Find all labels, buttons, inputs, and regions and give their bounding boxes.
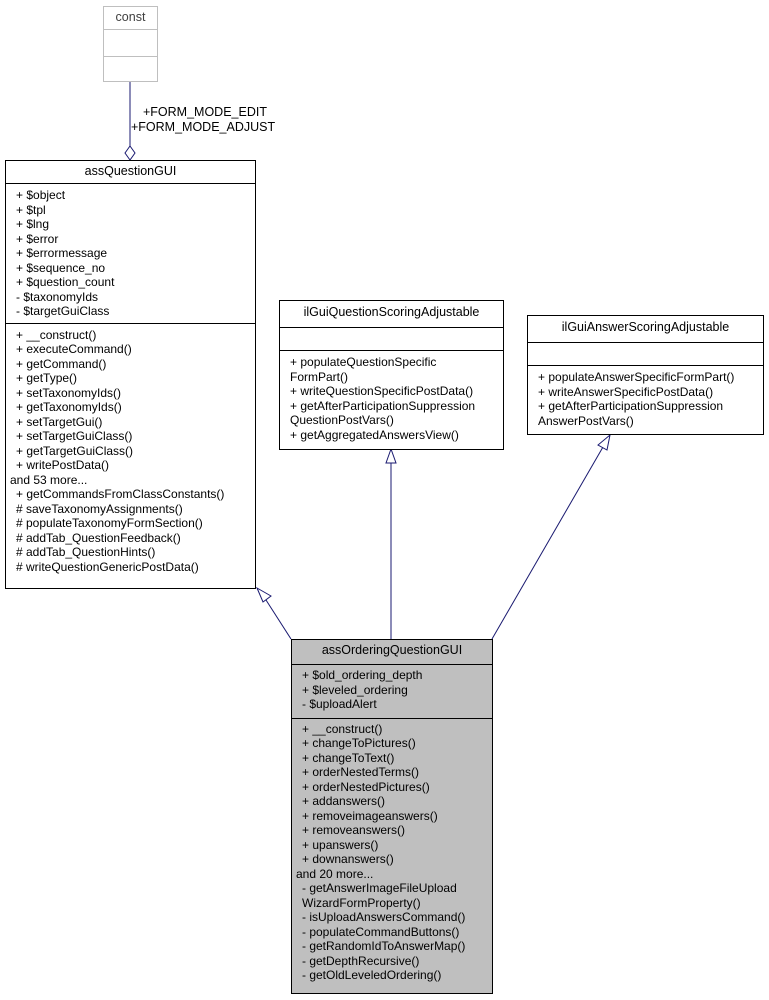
class-name: ilGuiQuestionScoringAdjustable — [303, 305, 480, 319]
method-row: + writeAnswerSpecificPostData() — [538, 384, 714, 399]
method-row: + populateAnswerSpecificFormPart() — [538, 370, 735, 384]
method-row: - getRandomIdToAnswerMap() — [302, 939, 466, 953]
more-methods-note: and 53 more... — [10, 472, 88, 487]
class-attributes — [280, 327, 503, 350]
inheritance-arrow-assquestiongui — [255, 586, 272, 603]
method-row: + getAfterParticipationSuppression — [538, 399, 724, 413]
method-row: # addTab_QuestionFeedback() — [16, 530, 181, 545]
method-row: + downanswers() — [302, 852, 394, 866]
method-row: + getAggregatedAnswersView() — [290, 427, 459, 442]
method-row: - getAnswerImageFileUpload — [302, 881, 457, 895]
method-row: + setTargetGuiClass() — [16, 429, 133, 443]
method-row: + setTaxonomyIds() — [16, 385, 122, 400]
method-row-continued: QuestionPostVars() — [290, 413, 394, 427]
inheritance-edge-assquestiongui — [265, 599, 292, 640]
more-methods-note: and 20 more... — [296, 866, 374, 881]
inheritance-edge-answerscoring — [491, 446, 604, 640]
method-row-continued: WizardFormProperty() — [302, 895, 421, 910]
class-methods: + populateQuestionSpecific FormPart() + … — [280, 350, 503, 446]
method-row: - getOldLeveledOrdering() — [302, 968, 442, 982]
method-row: - isUploadAnswersCommand() — [302, 910, 466, 924]
class-attributes — [104, 29, 157, 56]
class-name: ilGuiAnswerScoringAdjustable — [561, 320, 730, 334]
composition-diamond — [124, 145, 136, 161]
method-row: + getTargetGuiClass() — [16, 443, 134, 458]
method-row: + changeToText() — [302, 750, 395, 765]
attribute-row: + $errormessage — [16, 246, 108, 260]
method-row: + orderNestedPictures() — [302, 779, 430, 794]
method-row: + removeanswers() — [302, 823, 406, 837]
method-row: # populateTaxonomyFormSection() — [16, 516, 203, 530]
attribute-row: - $uploadAlert — [302, 697, 377, 711]
attribute-row: - $targetGuiClass — [16, 304, 110, 318]
method-row: + populateQuestionSpecific — [290, 355, 437, 369]
method-row: + getAfterParticipationSuppression — [290, 398, 476, 413]
method-row: + __construct() — [16, 327, 97, 342]
method-row: # saveTaxonomyAssignments() — [16, 501, 183, 516]
method-row: - getDepthRecursive() — [302, 953, 420, 968]
edge-label-form-mode-adjust: +FORM_MODE_ADJUST — [131, 120, 276, 134]
class-attributes: + $object + $tpl + $lng + $error + $erro… — [6, 183, 255, 323]
class-name: const — [115, 10, 146, 24]
method-row: + __construct() — [302, 721, 383, 736]
method-row: + getCommand() — [16, 356, 107, 371]
attribute-row: + $old_ordering_depth — [302, 668, 423, 682]
attribute-row: + $leveled_ordering — [302, 682, 408, 697]
class-box-assquestiongui[interactable]: assQuestionGUI + $object + $tpl + $lng +… — [5, 160, 256, 589]
method-row: + writeQuestionSpecificPostData() — [290, 384, 474, 398]
method-row: + getType() — [16, 371, 78, 385]
method-row: + executeCommand() — [16, 342, 132, 356]
class-box-ilguianswerscoringadjustable[interactable]: ilGuiAnswerScoringAdjustable + populateA… — [527, 315, 764, 435]
class-methods: + __construct() + executeCommand() + get… — [6, 322, 255, 579]
class-methods: + populateAnswerSpecificFormPart() + wri… — [528, 365, 763, 432]
method-row-continued: FormPart() — [290, 369, 348, 384]
method-row: # writeQuestionGenericPostData() — [16, 559, 199, 574]
attribute-row: + $object — [16, 188, 66, 202]
class-name: assOrderingQuestionGUI — [321, 643, 463, 657]
method-row-continued: AnswerPostVars() — [538, 413, 634, 428]
method-row: + addanswers() — [302, 794, 386, 808]
class-name: assQuestionGUI — [84, 164, 177, 178]
attribute-row: + $question_count — [16, 275, 115, 289]
inheritance-arrow-questionscoring — [385, 447, 397, 464]
class-box-const[interactable]: const — [103, 6, 158, 82]
method-row: + getCommandsFromClassConstants() — [16, 487, 225, 501]
method-row: + changeToPictures() — [302, 736, 416, 750]
method-row: + writePostData() — [16, 458, 110, 472]
attribute-row: + $tpl — [16, 202, 46, 217]
attribute-row: - $taxonomyIds — [16, 289, 99, 304]
class-box-assorderingquestiongui[interactable]: assOrderingQuestionGUI + $old_ordering_d… — [291, 639, 493, 994]
method-row: + removeimageanswers() — [302, 808, 438, 823]
method-row: # addTab_QuestionHints() — [16, 545, 156, 559]
class-methods — [104, 56, 157, 73]
class-box-ilguiquestionscoringadjustable[interactable]: ilGuiQuestionScoringAdjustable + populat… — [279, 300, 504, 450]
method-row: + upanswers() — [302, 837, 379, 852]
method-row: + getTaxonomyIds() — [16, 400, 122, 414]
inheritance-arrow-answerscoring — [597, 433, 611, 451]
attribute-row: + $error — [16, 231, 59, 246]
method-row: + orderNestedTerms() — [302, 765, 420, 779]
class-attributes: + $old_ordering_depth + $leveled_orderin… — [292, 664, 492, 718]
class-attributes — [528, 342, 763, 365]
method-row: + setTargetGui() — [16, 414, 103, 429]
attribute-row: + $sequence_no — [16, 260, 106, 275]
attribute-row: + $lng — [16, 217, 50, 231]
edge-label-form-mode-edit: +FORM_MODE_EDIT — [143, 105, 267, 119]
method-row: - populateCommandButtons() — [302, 924, 460, 939]
class-methods: + __construct() + changeToPictures() + c… — [292, 717, 492, 987]
